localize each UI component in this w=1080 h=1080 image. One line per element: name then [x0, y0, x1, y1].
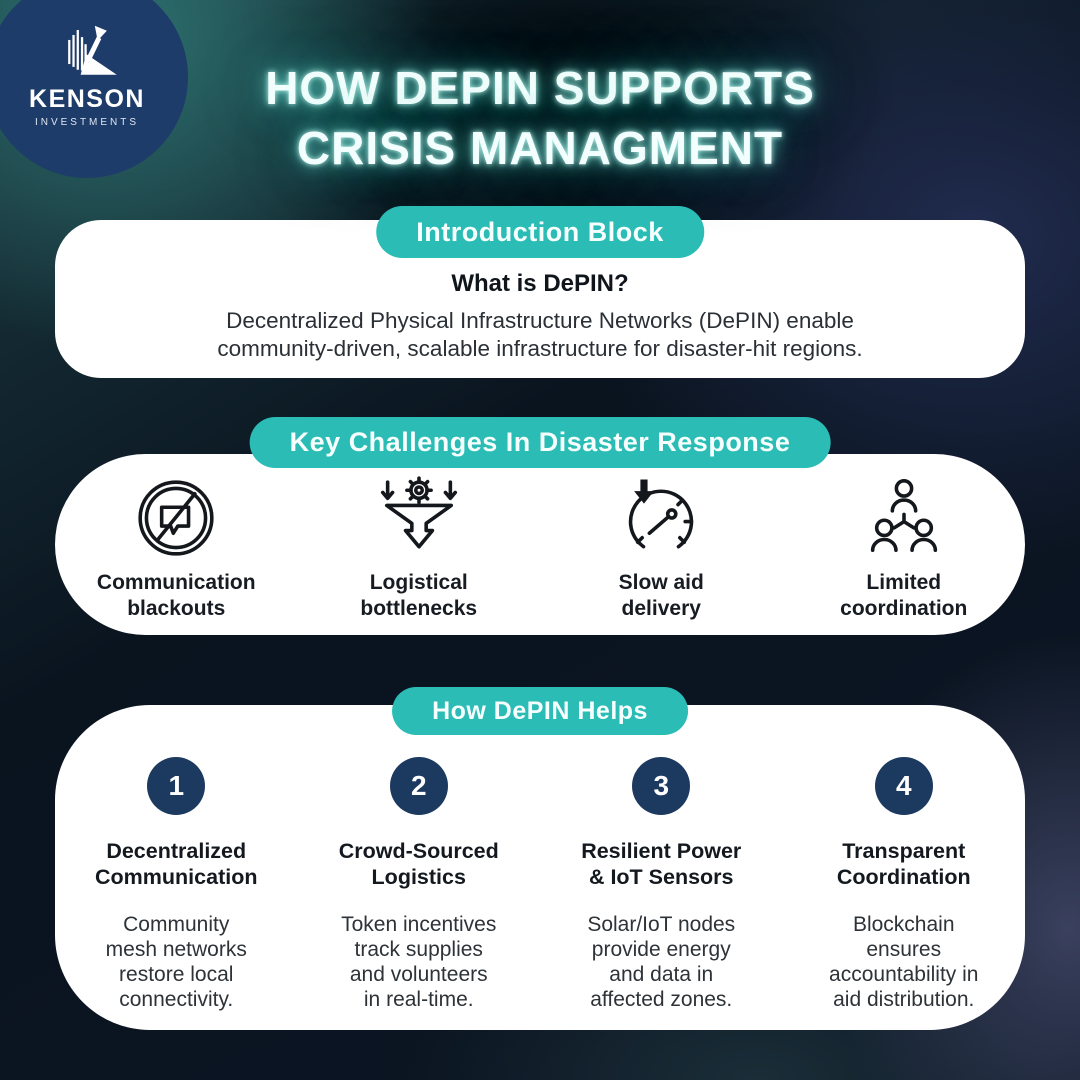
challenge-item-communication-blackouts: Communication blackouts	[55, 467, 298, 622]
challenge-label: Slow aid delivery	[618, 571, 704, 620]
help-body: Solar/IoT nodes provide energy and data …	[587, 913, 736, 1011]
help-title: Crowd-Sourced Logistics	[338, 839, 499, 889]
intro-card: What is DePIN? Decentralized Physical In…	[55, 220, 1025, 378]
step-number-badge: 4	[874, 757, 933, 815]
challenges-badge: Key Challenges In Disaster Response	[249, 417, 831, 468]
brand-name: KENSON	[29, 85, 145, 113]
challenge-item-limited-coordination: Limited coordination	[783, 467, 1026, 622]
challenge-label: Limited coordination	[840, 571, 968, 620]
challenge-label: Communication blackouts	[96, 571, 256, 620]
intro-badge: Introduction Block	[376, 206, 704, 258]
intro-body-line: community-driven, scalable infrastructur…	[217, 336, 863, 361]
challenge-item-slow-aid-delivery: Slow aid delivery	[540, 467, 783, 622]
help-item-decentralized-communication: 1 Decentralized Communication Community …	[55, 705, 298, 1030]
brand-subtitle: INVESTMENTS	[34, 117, 140, 128]
kenson-k-arrow-logo-icon	[68, 25, 117, 75]
help-item-resilient-power-iot: 3 Resilient Power & IoT Sensors Solar/Io…	[540, 705, 783, 1030]
challenge-label: Logistical bottlenecks	[360, 571, 478, 620]
challenge-item-logistical-bottlenecks: Logistical bottlenecks	[298, 467, 541, 622]
step-number-badge: 2	[389, 757, 448, 815]
help-body: Blockchain ensures accountability in aid…	[829, 913, 979, 1011]
page-title-line2: CRISIS MANAGMENT	[296, 122, 784, 174]
no-communication-icon	[133, 475, 219, 561]
step-number-badge: 3	[632, 757, 691, 815]
help-title: Transparent Coordination	[836, 839, 971, 889]
help-body: Token incentives track supplies and volu…	[341, 913, 497, 1011]
intro-heading: What is DePIN?	[451, 270, 629, 297]
bottleneck-funnel-icon	[376, 475, 462, 561]
help-title: Decentralized Communication	[95, 839, 258, 889]
help-item-transparent-coordination: 4 Transparent Coordination Blockchain en…	[783, 705, 1026, 1030]
intro-body: Decentralized Physical Infrastructure Ne…	[55, 307, 1025, 363]
intro-body-line: Decentralized Physical Infrastructure Ne…	[226, 308, 854, 333]
help-item-crowd-sourced-logistics: 2 Crowd-Sourced Logistics Token incentiv…	[298, 705, 541, 1030]
step-number-badge: 1	[147, 757, 206, 815]
helps-card: 1 Decentralized Communication Community …	[55, 705, 1025, 1030]
challenges-card: Communication blackouts	[55, 454, 1025, 635]
brand-logo-circle: KENSON INVESTMENTS	[0, 0, 188, 178]
helps-badge: How DePIN Helps	[392, 687, 688, 735]
slow-speedometer-icon	[618, 475, 704, 561]
page-title-line1: HOW DEPIN SUPPORTS	[265, 62, 815, 114]
people-hierarchy-icon	[861, 475, 947, 561]
page-title: HOW DEPIN SUPPORTS CRISIS MANAGMENT	[0, 58, 1080, 178]
help-body: Community mesh networks restore local co…	[105, 913, 247, 1011]
help-title: Resilient Power & IoT Sensors	[581, 839, 742, 889]
